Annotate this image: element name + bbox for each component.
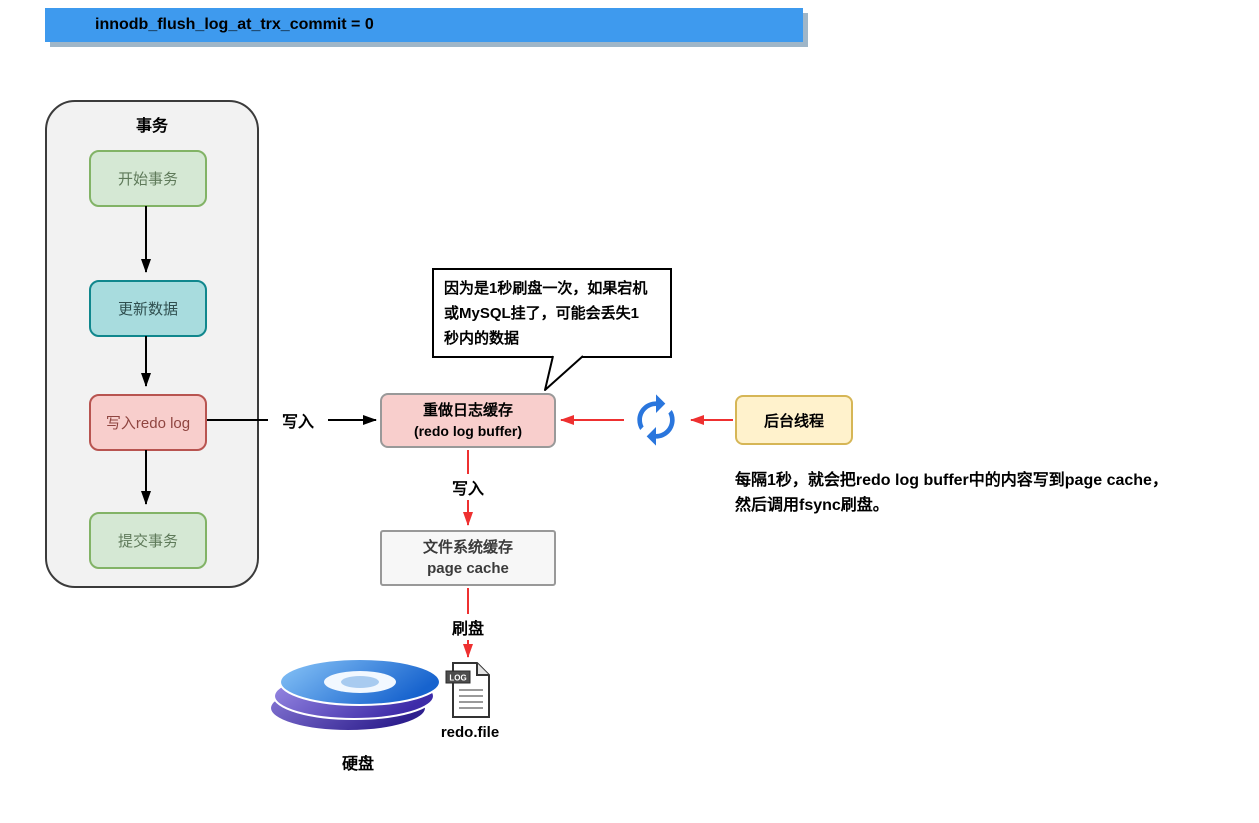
file-log-badge-text: LOG [449, 674, 466, 683]
hard-disk-icon-svg [269, 658, 441, 732]
title-text: innodb_flush_log_at_trx_commit = 0 [95, 16, 374, 33]
log-file-icon: LOG [445, 662, 491, 718]
title-banner: innodb_flush_log_at_trx_commit = 0 [45, 8, 803, 42]
node-redo-log-buffer: 重做日志缓存 (redo log buffer) [380, 393, 556, 448]
hard-disk-icon [269, 650, 446, 742]
file-caption: redo.file [440, 724, 500, 741]
node-begin-transaction: 开始事务 [89, 150, 207, 207]
node-commit-transaction: 提交事务 [89, 512, 207, 569]
note-text: 每隔1秒，就会把redo log buffer中的内容写到page cache，… [735, 472, 1168, 514]
node-label: 写入redo log [105, 415, 191, 432]
transaction-title: 事务 [135, 118, 168, 135]
disk-hole [341, 676, 379, 688]
redo-buffer-line2: (redo log buffer) [413, 422, 523, 439]
node-page-cache: 文件系统缓存 page cache [380, 530, 556, 586]
sync-refresh-icon [628, 392, 684, 448]
page-cache-line1: 文件系统缓存 [422, 539, 513, 556]
file-log-badge [445, 670, 471, 684]
thread-label: 后台线程 [763, 412, 824, 430]
sync-arrows-glyph [637, 394, 675, 446]
sync-refresh-icon-svg [637, 394, 675, 446]
page-cache-line2: page cache [427, 560, 509, 577]
redo-buffer-line1: 重做日志缓存 [422, 401, 513, 419]
edge-label-write-to-buffer: 写入 [268, 407, 328, 433]
node-write-redo-log: 写入redo log [89, 394, 207, 451]
log-file-icon-svg: LOG [445, 662, 490, 718]
disk-caption: 硬盘 [341, 756, 374, 773]
callout-tail [544, 355, 584, 391]
node-update-data: 更新数据 [89, 280, 207, 337]
edge-label-write-to-cache: 写入 [440, 474, 496, 500]
edge-label-flush: 刷盘 [440, 614, 496, 640]
transaction-group: 事务 开始事务 更新数据 写入redo log 提交事务 [45, 100, 259, 588]
node-label: 更新数据 [117, 301, 178, 318]
file-fold-corner [476, 663, 489, 676]
file-text-lines [459, 689, 483, 709]
node-label: 提交事务 [117, 533, 178, 550]
callout-bubble: 因为是1秒刷盘一次，如果宕机 或MySQL挂了，可能会丢失1 秒内的数据 [432, 268, 672, 358]
node-background-thread: 后台线程 [735, 395, 853, 445]
node-label: 开始事务 [117, 171, 178, 188]
